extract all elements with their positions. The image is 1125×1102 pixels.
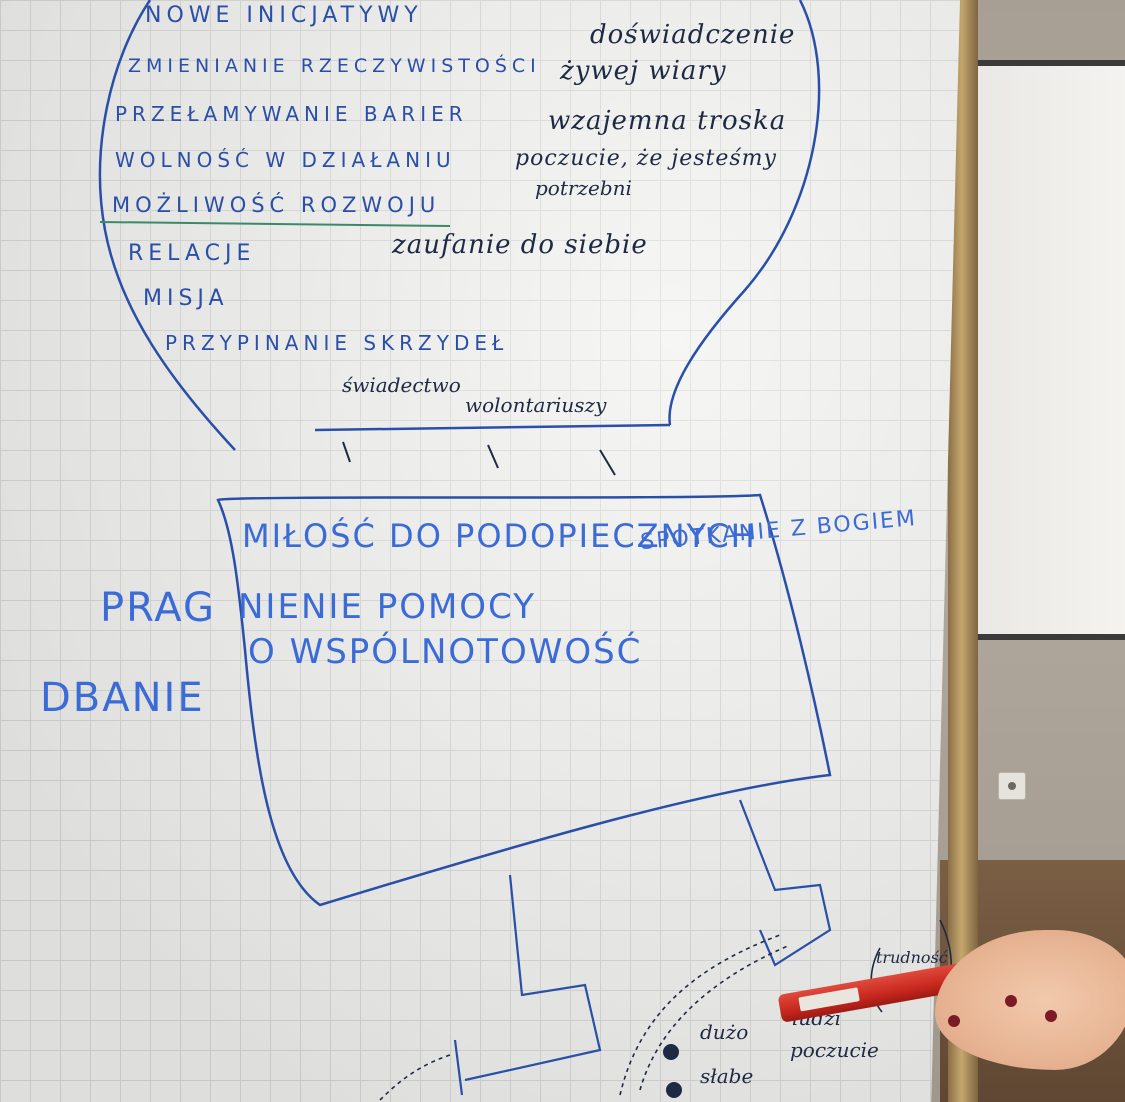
central-box	[216, 493, 832, 907]
bubble-item-4: WOLNOŚĆ W DZIAŁANIU	[115, 148, 456, 172]
fingernail-2	[1005, 995, 1017, 1007]
fingernail-3	[1045, 1010, 1057, 1022]
bottom-weak: słabe	[700, 1064, 754, 1088]
bubble-item-1: NOWE INICJATYWY	[145, 3, 423, 28]
dashed-arc-1	[639, 944, 791, 1091]
marker-label	[798, 987, 860, 1012]
bubble-item-5: MOŻLIWOŚĆ ROZWOJU	[112, 193, 441, 217]
stair-right	[738, 799, 832, 967]
dashed-arc-3	[379, 1054, 451, 1101]
lightbulb-outline-right	[668, 0, 821, 426]
fingernail-1	[948, 1015, 960, 1027]
lightbulb-outline	[98, 0, 236, 451]
flipchart-paper	[0, 0, 960, 1102]
bullet-1	[663, 1044, 679, 1060]
box-line-love: MIŁOŚĆ DO PODOPIECZNYCH	[242, 517, 757, 555]
bottom-difficulty: trudność	[876, 948, 948, 967]
bubble-item-2: ZMIENIANIE RZECZYWISTOŚCI	[128, 55, 541, 77]
note-testimony-line1: świadectwo	[342, 373, 461, 397]
bubble-item-6: RELACJE	[128, 241, 256, 266]
bubble-item-3: PRZEŁAMYWANIE BARIER	[115, 102, 468, 126]
ray-1	[342, 441, 351, 463]
care-prefix: DBANIE	[40, 675, 205, 721]
care-rest: O WSPÓLNOTOWOŚĆ	[248, 632, 643, 672]
stair-mid	[464, 874, 602, 1082]
stair-left	[453, 1039, 464, 1096]
projector-screen	[968, 60, 1125, 640]
ray-3	[599, 449, 616, 476]
wall-outlet	[998, 772, 1026, 800]
green-divider	[99, 221, 451, 227]
note-experience-line1: doświadczenie	[590, 20, 796, 50]
desire-rest: NIENIE POMOCY	[238, 587, 536, 627]
note-trust: zaufanie do siebie	[392, 230, 648, 260]
bottom-feeling: poczucie	[790, 1038, 879, 1062]
lightbulb-base-line	[314, 423, 671, 432]
bullet-2	[666, 1082, 682, 1098]
bottom-many: dużo	[700, 1020, 749, 1044]
note-needed-line2: potrzebni	[535, 176, 632, 200]
note-needed-line1: poczucie, że jesteśmy	[515, 146, 777, 171]
ray-2	[487, 444, 499, 469]
desire-prefix: PRAG	[100, 585, 216, 631]
note-experience-line2: żywej wiary	[560, 56, 727, 86]
bubble-item-8: PRZYPINANIE SKRZYDEŁ	[165, 331, 509, 355]
note-testimony-line2: wolontariuszy	[465, 393, 607, 417]
hand	[935, 930, 1125, 1070]
note-care: wzajemna troska	[548, 106, 787, 136]
bubble-item-7: MISJA	[143, 286, 229, 311]
